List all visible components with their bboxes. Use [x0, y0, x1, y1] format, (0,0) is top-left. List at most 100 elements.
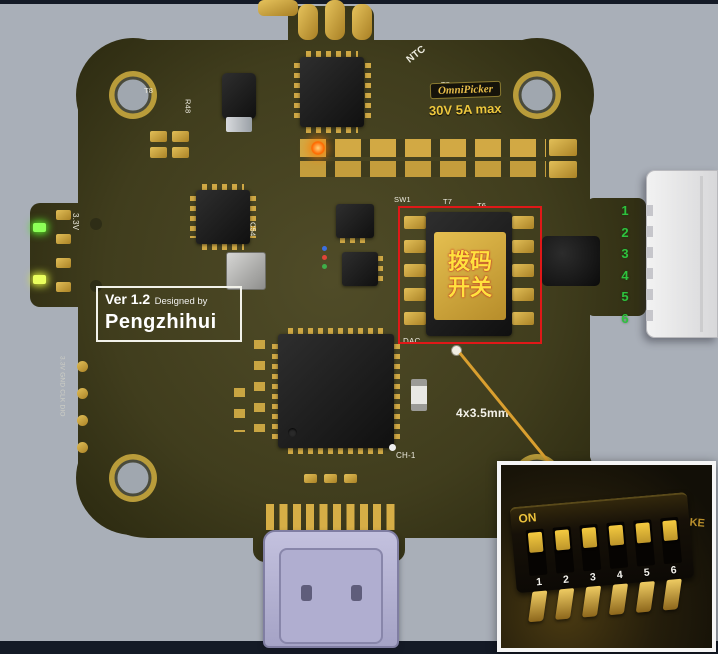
brand-name: OmniPicker: [437, 83, 494, 97]
dip-slot-2: [552, 526, 575, 574]
dip-number-6: 6: [670, 564, 678, 577]
dip-pad: [512, 264, 534, 277]
solder-pad: [56, 258, 71, 268]
solder-pad: [172, 147, 189, 158]
capacitor: [344, 474, 357, 483]
small-ic: [336, 204, 374, 238]
dip-pin-leg: [581, 585, 602, 618]
swd-pad: [77, 442, 88, 453]
capacitor: [549, 161, 577, 178]
dip-number-1: 1: [535, 575, 543, 589]
power-ic: [196, 190, 250, 244]
jst-pin-notch: [646, 289, 653, 300]
jst-connector: [646, 170, 718, 338]
dip-actuator-5: [635, 522, 652, 544]
mcu-pins: [394, 344, 400, 440]
qfn-pins: [306, 127, 358, 133]
dip-pin-leg: [555, 588, 575, 620]
solder-pad: [56, 210, 71, 220]
usb-c-slot: [351, 585, 362, 601]
silkscreen-t7: T7: [443, 197, 453, 206]
dip-pad: [404, 288, 426, 301]
mcu-pins: [288, 328, 384, 334]
dip-slot-4: [606, 521, 629, 569]
size-note: 4x3.5mm: [456, 406, 509, 420]
dip-switch-annotation-box: [398, 206, 542, 344]
ic-pins: [250, 196, 256, 238]
dip-slot-5: [633, 519, 656, 567]
fiducial-dot: [389, 444, 396, 451]
small-ic: [342, 252, 378, 286]
capacitor: [549, 139, 577, 156]
dip-slot-3: [579, 523, 602, 572]
dip-actuator-6: [662, 519, 678, 542]
silkscreen-c54: C54: [248, 222, 258, 237]
swd-pad: [77, 415, 88, 426]
pin-number-3: 3: [621, 246, 629, 261]
pin-number-1: 1: [621, 203, 629, 218]
inductor: [542, 236, 600, 286]
solder-pad: [56, 282, 71, 292]
dip-slot-6: [660, 516, 682, 565]
dip-pad: [404, 216, 426, 229]
ic-pins: [202, 244, 244, 250]
mcu-pins: [272, 344, 278, 440]
solder-pad: [150, 147, 167, 158]
swd-pad: [77, 388, 88, 399]
dip-pin-leg: [608, 583, 629, 616]
dip-pin-leg: [528, 590, 548, 623]
solder-pad: [172, 131, 189, 142]
dip-pad: [512, 288, 534, 301]
dip-number-5: 5: [643, 566, 651, 579]
dip-pad: [512, 240, 534, 253]
dip-pin-leg: [662, 578, 682, 611]
dip-brand-mark: KE: [689, 516, 706, 530]
usb-c-shell: [279, 548, 383, 644]
jst-pin-notch: [646, 205, 653, 216]
capacitor: [304, 474, 317, 483]
dip-pad: [404, 264, 426, 277]
dip-number-3: 3: [589, 571, 597, 584]
ic-pins: [190, 196, 196, 238]
top-border: [0, 0, 718, 4]
usb-c-slot: [301, 585, 312, 601]
usb-solder-fingers: [266, 504, 400, 530]
pad-column: [254, 340, 265, 432]
red-led: [322, 255, 327, 260]
dip-actuator-4: [608, 524, 625, 546]
silkscreen-sw1: SW1: [394, 195, 411, 204]
version-number: Ver 1.2: [105, 291, 151, 307]
pad-column: [234, 388, 245, 432]
qfn-pins: [294, 63, 300, 121]
designer-name: Pengzhihui: [105, 311, 217, 333]
jst-pin-notch: [646, 268, 653, 279]
chip-pins: [378, 256, 383, 282]
jst-connector-seam: [700, 176, 703, 332]
pin-number-4: 4: [621, 267, 629, 283]
silkscreen-3v3: 3.3V: [71, 213, 80, 231]
solder-pad: [56, 234, 71, 244]
dip-slot-1: [525, 528, 548, 576]
callout-origin-dot: [451, 345, 462, 356]
dip-pin-leg: [635, 581, 655, 613]
dip-switch-top: 拨码 开关: [434, 232, 506, 320]
connector-pin-numbers: 1 2 3 4 5 6: [616, 200, 634, 329]
chip-pins: [340, 238, 370, 243]
jst-pin-notch: [646, 247, 653, 258]
silkscreen-ch1: CH-1: [396, 451, 416, 460]
jst-pin-notch: [646, 226, 653, 237]
blue-led: [322, 246, 327, 251]
silkscreen-t6: T6: [477, 201, 487, 210]
dip-pad: [512, 216, 534, 229]
dip-switch-label-line1: 拨码: [447, 250, 492, 276]
green-status-led: [33, 223, 46, 232]
crystal-oscillator: [226, 252, 266, 290]
capacitor-bank-row: [300, 161, 546, 177]
version-line: Ver 1.2 Designed by: [105, 291, 233, 309]
qfn-pins: [306, 51, 358, 57]
capacitor: [324, 474, 337, 483]
qfn-chip: [300, 57, 364, 127]
jst-pin-notch: [646, 310, 653, 321]
swd-pad: [77, 361, 88, 372]
